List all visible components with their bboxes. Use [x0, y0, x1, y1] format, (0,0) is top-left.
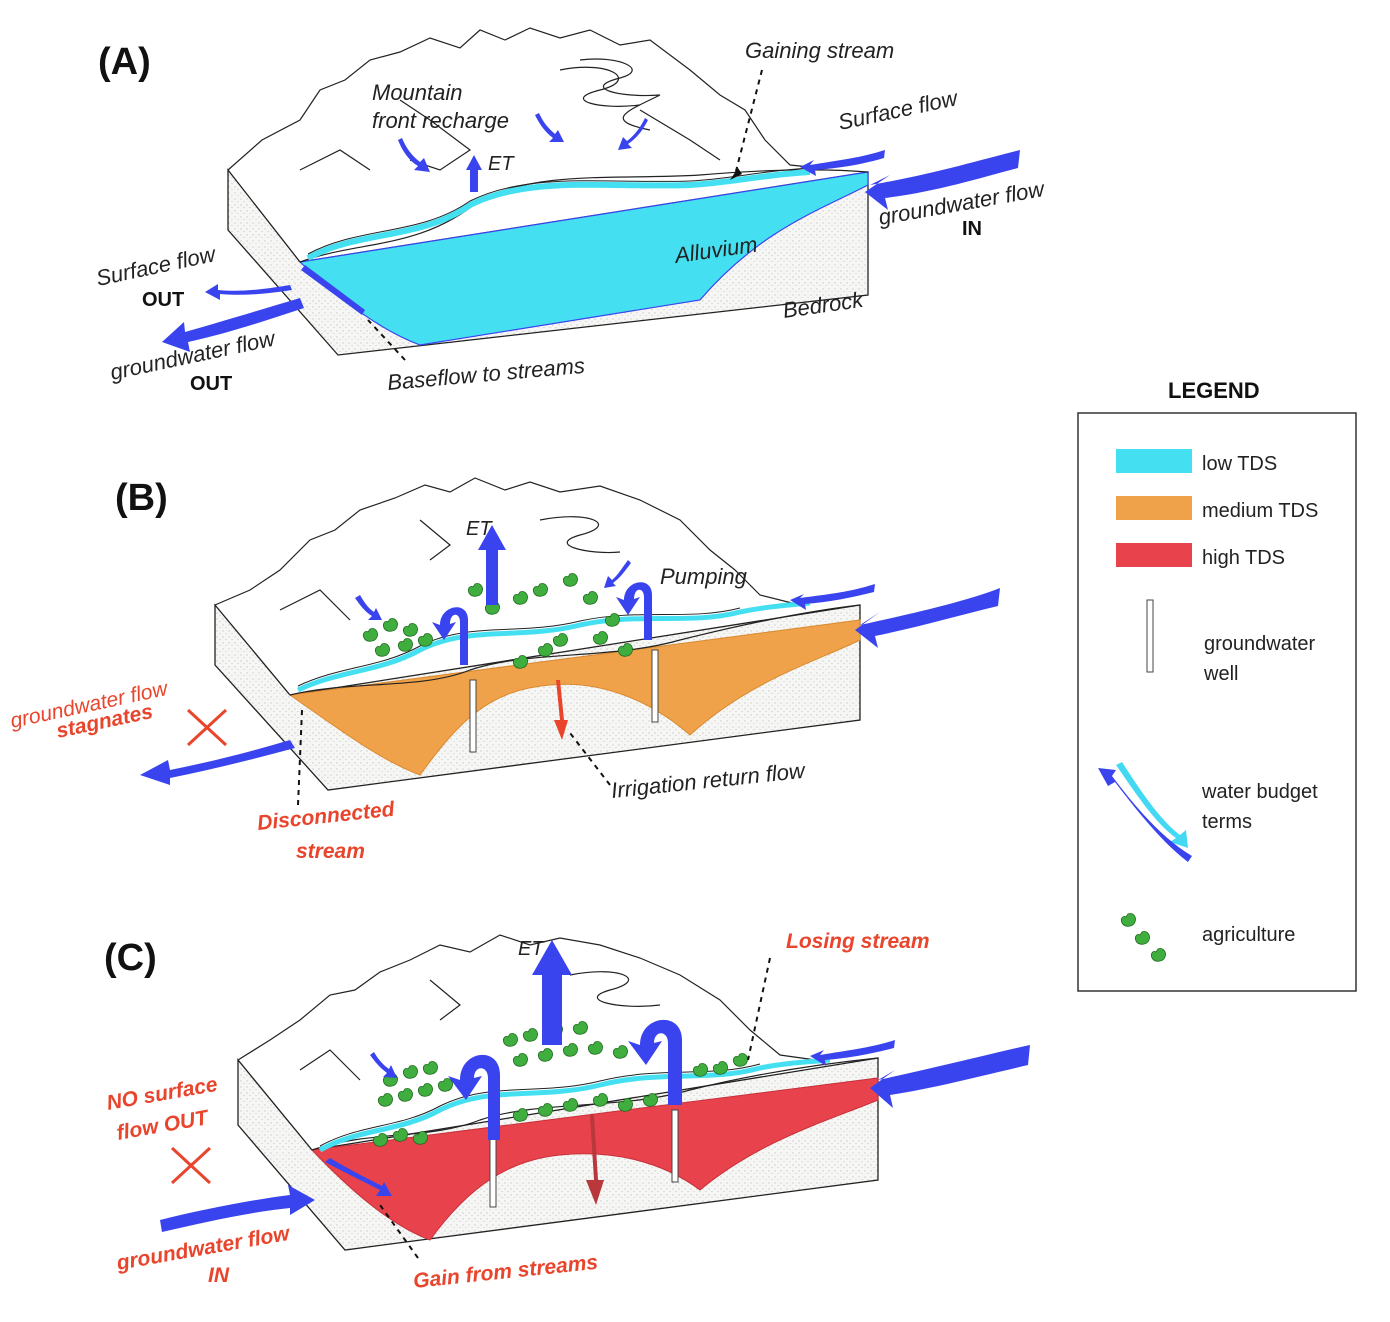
legend: LEGEND low TDS medium TDS high TDS groun… — [1077, 378, 1357, 992]
label-gw-out-out: OUT — [190, 373, 232, 395]
x-mark-b — [186, 708, 228, 747]
label-et-c: ET — [518, 938, 545, 960]
label-gw-in-in: IN — [962, 218, 982, 240]
arrow-surface-out-a — [205, 284, 292, 300]
arrow-pumping-b-2 — [616, 582, 652, 640]
legend-well-1: groundwater — [1204, 633, 1316, 655]
panel-c: (C) — [104, 930, 1030, 1293]
legend-agriculture: agriculture — [1202, 924, 1295, 946]
label-in-c: IN — [208, 1264, 230, 1287]
panel-c-stream — [318, 1057, 831, 1153]
well-b-1 — [469, 679, 477, 753]
label-mountain-recharge: Mountain — [372, 80, 463, 105]
panel-a-mountains — [227, 27, 821, 171]
arrow-surface-in-c — [810, 1040, 895, 1066]
arrow-gw-in-a — [865, 150, 1020, 210]
arrow-gain-streams — [325, 1158, 392, 1196]
arrow-gw-in-c — [870, 1045, 1030, 1108]
legend-high-tds: high TDS — [1202, 547, 1285, 569]
panel-b-alluvium-medium — [288, 619, 861, 776]
label-surface-flow-out: Surface flow — [94, 241, 220, 291]
label-irrigation-return: Irrigation return flow — [610, 758, 808, 803]
legend-title: LEGEND — [1168, 378, 1260, 403]
arrow-recharge-c — [370, 1052, 397, 1078]
well-c-1 — [489, 1134, 497, 1208]
x-mark-c — [170, 1146, 212, 1185]
label-front-recharge: front recharge — [372, 108, 509, 133]
arrow-pumping-c-1 — [448, 1054, 500, 1140]
label-pumping: Pumping — [660, 564, 748, 589]
arrow-et-c — [532, 940, 572, 1045]
label-flow-out: flow OUT — [115, 1106, 212, 1145]
arrow-gw-in-b — [855, 588, 1000, 648]
panel-c-label: (C) — [104, 937, 157, 979]
panel-b-mountains — [214, 477, 801, 606]
panel-c-mountains — [237, 934, 831, 1063]
label-baseflow: Baseflow to streams — [386, 353, 586, 395]
label-gw-in-c: groundwater flow — [114, 1222, 293, 1276]
panel-a-label: (A) — [98, 41, 151, 83]
well-b-2 — [651, 649, 659, 723]
label-gain-streams: Gain from streams — [412, 1251, 599, 1293]
legend-swatch-low — [1116, 449, 1192, 473]
label-disconnected: Disconnected — [256, 798, 397, 835]
legend-well-icon — [1146, 599, 1154, 673]
legend-low-tds: low TDS — [1202, 453, 1277, 475]
panel-c-arrows — [160, 940, 1030, 1232]
panel-c-alluvium-high — [310, 1077, 879, 1241]
arrow-recharge-3 — [618, 118, 648, 150]
arrow-et-b — [478, 525, 506, 605]
arrow-baseflow-a — [301, 265, 365, 315]
arrow-gw-in-west — [160, 1185, 315, 1232]
label-et-b: ET — [466, 518, 493, 540]
arrow-et-a — [466, 155, 482, 192]
legend-well-2: well — [1203, 663, 1238, 685]
legend-budget-2: terms — [1202, 811, 1252, 833]
legend-medium-tds: medium TDS — [1202, 500, 1318, 522]
arrow-gw-out-b — [140, 740, 295, 785]
panel-a-stream — [306, 169, 811, 261]
panel-a: (A) Mountain front recharge Gaining stre… — [94, 27, 1048, 395]
panel-a-arrows — [162, 113, 1020, 352]
panel-b: (B) — [8, 477, 1000, 863]
arrow-surface-in-a — [800, 150, 885, 176]
arrow-recharge-1 — [398, 138, 430, 172]
well-c-2 — [671, 1109, 679, 1183]
pointer-gain-streams — [379, 1204, 419, 1259]
panel-b-label: (B) — [115, 477, 168, 519]
panel-b-stream — [296, 600, 811, 693]
arrow-irrigation-return — [554, 680, 568, 740]
arrow-pumping-c-2 — [628, 1019, 682, 1105]
label-surface-out: OUT — [142, 289, 184, 311]
arrow-surface-in-b — [790, 584, 875, 610]
label-gaining-stream: Gaining stream — [745, 38, 894, 63]
legend-swatch-high — [1116, 543, 1192, 567]
pointer-losing-stream — [747, 957, 771, 1061]
arrow-recharge-b-1 — [355, 595, 382, 620]
label-et-a: ET — [488, 153, 515, 175]
pointer-gaining-stream — [734, 69, 763, 176]
panel-b-arrows — [140, 525, 1000, 785]
arrow-gw-out-a — [162, 298, 304, 352]
label-losing-stream: Losing stream — [786, 930, 930, 953]
pointer-irrigation — [569, 732, 611, 786]
arrow-recharge-b-2 — [604, 560, 631, 588]
legend-swatch-medium — [1116, 496, 1192, 520]
label-stream: stream — [296, 840, 365, 863]
arrow-pumping-b-1 — [432, 607, 468, 665]
legend-budget-1: water budget — [1201, 781, 1318, 803]
arrow-recharge-2 — [535, 113, 564, 142]
legend-budget-arrows-icon — [1098, 762, 1192, 862]
arrow-return-c — [586, 1115, 604, 1205]
label-surface-flow-in: Surface flow — [836, 85, 962, 135]
